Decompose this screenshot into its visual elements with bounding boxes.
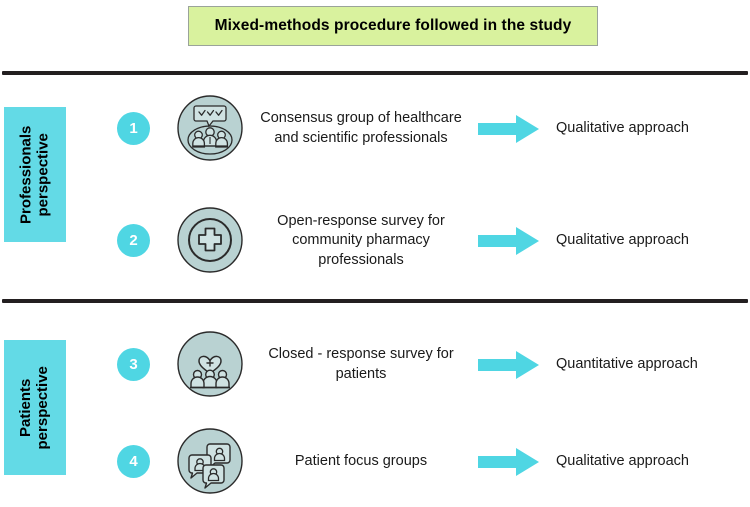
step-number-badge: 2: [117, 224, 150, 257]
arrow-right-icon: [478, 226, 540, 256]
step-approach-label: Qualitative approach: [556, 453, 689, 470]
page-title: Mixed-methods procedure followed in the …: [214, 17, 572, 34]
arrow-right-icon: [478, 114, 540, 144]
step-approach-label: Qualitative approach: [556, 120, 689, 137]
step-row: 3 Closed - response survey for patients …: [0, 320, 750, 410]
step-description: Consensus group of healthcare and scient…: [260, 110, 462, 146]
step-description: Open-response survey for community pharm…: [277, 212, 445, 268]
step-description: Patient focus groups: [294, 453, 428, 470]
diagram-title-banner: Mixed-methods procedure followed in the …: [188, 6, 598, 46]
perspective-label-patients: Patients perspective: [4, 340, 66, 475]
divider-top: [2, 71, 748, 75]
consensus-group-icon: [176, 94, 244, 162]
focus-group-speech-icon: [176, 427, 244, 495]
patients-heart-icon: [176, 330, 244, 398]
step-number-badge: 1: [117, 112, 150, 145]
arrow-right-icon: [478, 350, 540, 380]
step-approach-label: Quantitative approach: [556, 356, 698, 373]
step-row: 4 Patient focus groups Qualitative appro…: [0, 417, 750, 507]
divider-middle: [2, 299, 748, 303]
step-row: 1 Consensus group of healthcare and scie: [0, 84, 750, 174]
arrow-right-icon: [478, 447, 540, 477]
step-description: Closed - response survey for patients: [268, 346, 454, 382]
pharmacy-cross-icon: [176, 206, 244, 274]
step-number-badge: 4: [117, 445, 150, 478]
step-number-badge: 3: [117, 348, 150, 381]
perspective-label-professionals: Professionals perspective: [4, 107, 66, 242]
step-row: 2 Open-response survey for community pha…: [0, 196, 750, 286]
step-approach-label: Qualitative approach: [556, 232, 689, 249]
